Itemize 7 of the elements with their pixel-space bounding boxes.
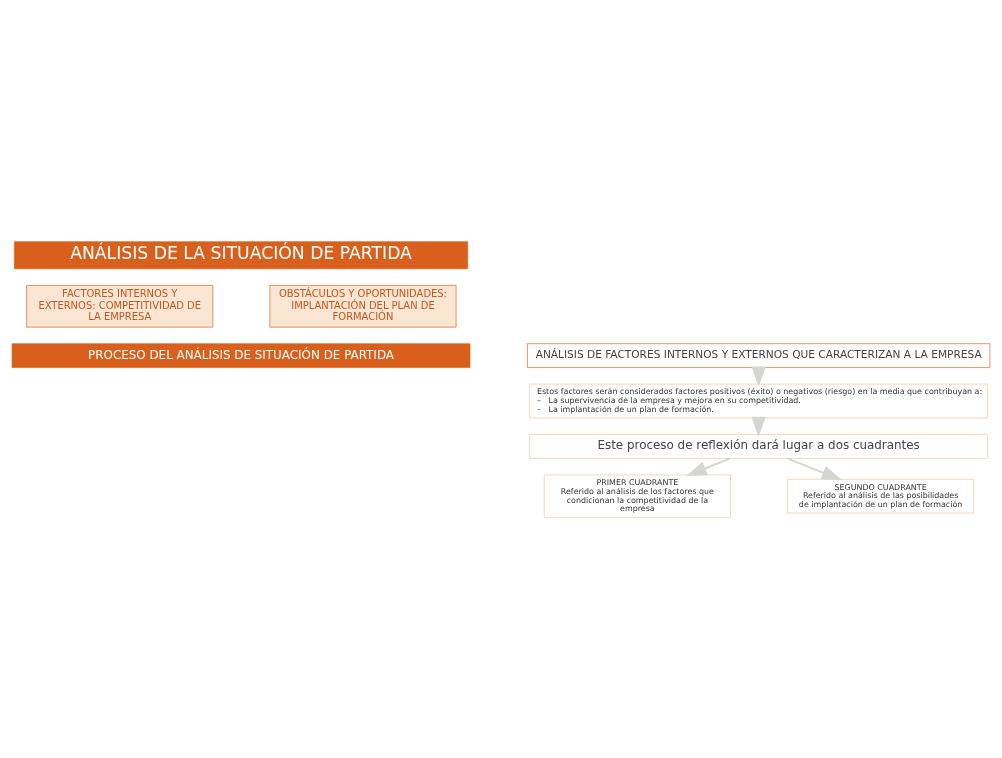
node-box: ANÁLISIS DE LA SITUACIÓN DE PARTIDA: [14, 240, 469, 269]
node-box: FACTORES INTERNOS Y EXTERNOS: COMPETITIVIDAD DE LA EMPRESA: [26, 284, 214, 327]
arrow: [786, 456, 843, 480]
node-box: Este proceso de reflexión dará lugar a dos cuadrantes: [529, 433, 988, 459]
node-box: OBSTÁCULOS Y OPORTUNIDADES: IMPLANTACIÓN DEL PLAN DE FORMACIÓN: [269, 284, 457, 327]
arrow: [686, 456, 732, 476]
node-box: PROCESO DEL ANÁLISIS DE SITUACIÓN DE PARTIDA: [11, 342, 471, 368]
